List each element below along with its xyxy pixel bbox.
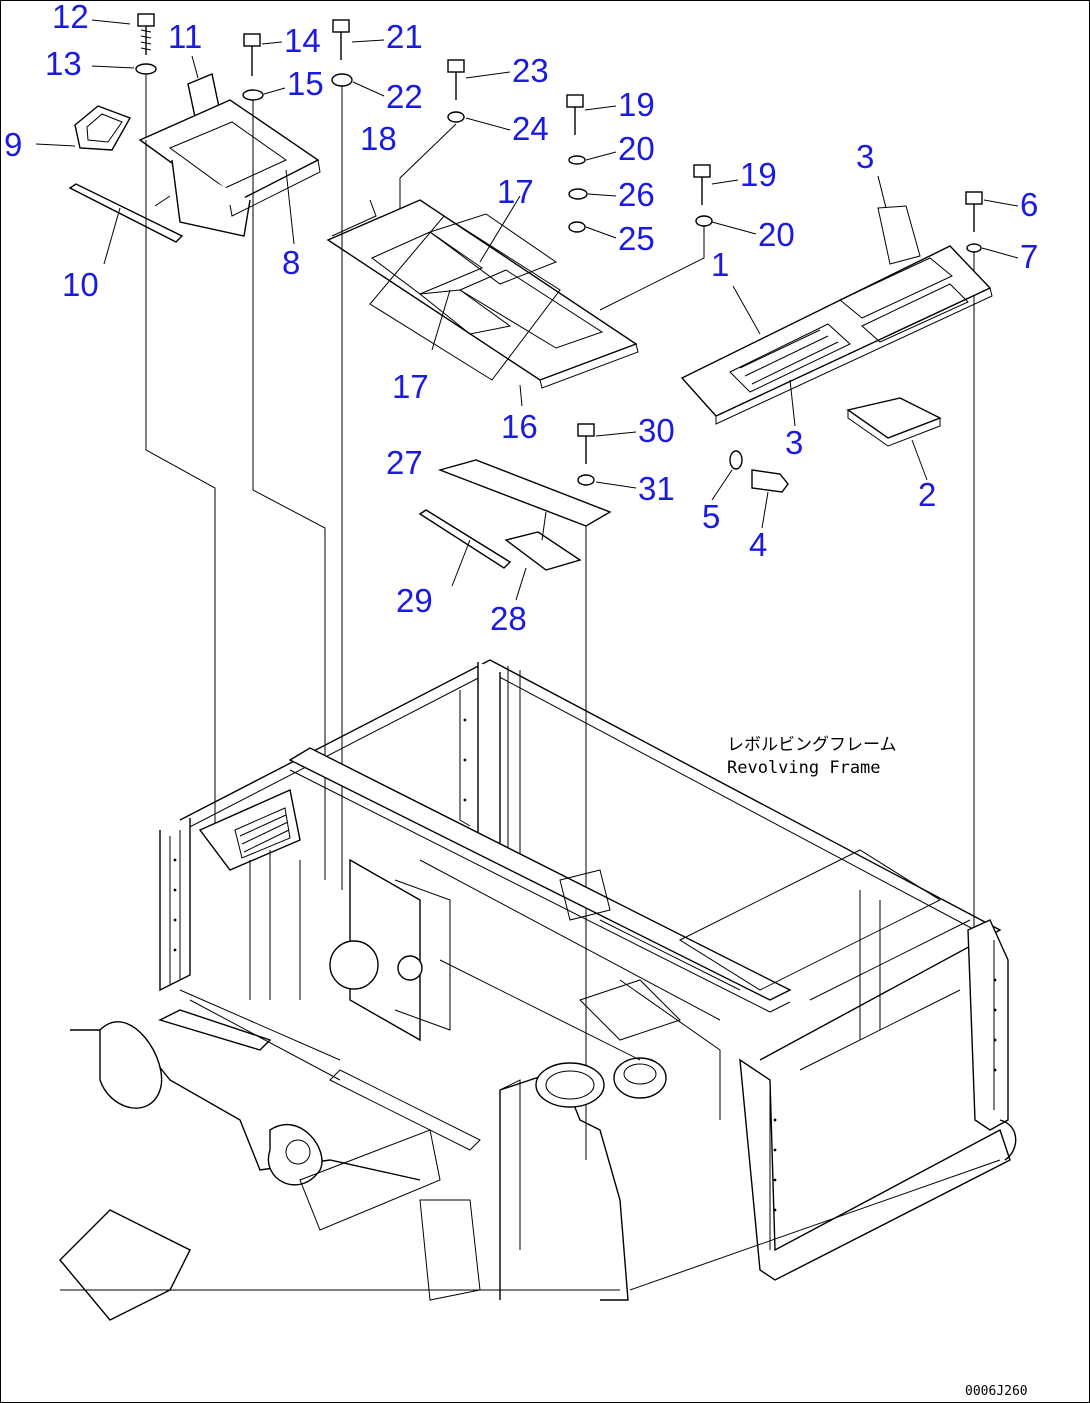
label-part-3b: 3 xyxy=(785,424,803,461)
label-part-18: 18 xyxy=(360,120,397,157)
label-part-10: 10 xyxy=(62,266,99,303)
label-part-12: 12 xyxy=(52,0,89,35)
bolt-19-icon xyxy=(566,94,584,135)
revolving-frame-icon xyxy=(59,659,1017,1321)
washer-20b-icon xyxy=(695,215,713,227)
lockwasher-25-icon xyxy=(568,221,586,233)
bolt-14-icon xyxy=(243,33,261,76)
label-part-7: 7 xyxy=(1020,238,1038,275)
label-part-19: 19 xyxy=(618,86,655,123)
label-part-16: 16 xyxy=(501,408,538,445)
label-part-17a: 17 xyxy=(497,173,534,210)
label-part-29: 29 xyxy=(396,582,433,619)
bolt-21-icon xyxy=(332,19,350,60)
label-part-1: 1 xyxy=(711,246,729,283)
bolt-30-icon xyxy=(577,423,595,464)
washer-20-icon xyxy=(568,155,586,165)
label-part-2: 2 xyxy=(918,476,936,513)
label-part-9: 9 xyxy=(4,126,22,163)
washer-31-icon xyxy=(577,474,595,486)
floor-plate-16-icon xyxy=(326,199,639,389)
label-part-15: 15 xyxy=(287,65,324,102)
frame-note-en: Revolving Frame xyxy=(727,758,881,778)
cover-9-icon xyxy=(74,105,132,151)
label-part-24: 24 xyxy=(512,110,549,147)
label-part-11: 11 xyxy=(168,18,202,55)
label-part-28: 28 xyxy=(490,600,527,637)
washer-15-icon xyxy=(242,89,264,101)
bolt-23-icon xyxy=(447,59,465,100)
label-part-13: 13 xyxy=(45,45,82,82)
label-part-30: 30 xyxy=(638,412,675,449)
washer-13-icon xyxy=(135,63,157,75)
washer-26-icon xyxy=(568,188,588,200)
bolt-4-icon xyxy=(751,469,789,493)
label-part-27: 27 xyxy=(386,444,423,481)
label-part-5: 5 xyxy=(702,498,720,535)
bolt-19b-icon xyxy=(693,164,711,205)
washer-24-icon xyxy=(447,111,465,123)
label-part-14: 14 xyxy=(284,22,321,59)
strip-10-icon xyxy=(68,183,184,243)
label-part-25: 25 xyxy=(618,220,655,257)
label-part-20: 20 xyxy=(618,130,655,167)
bolt-6-icon xyxy=(965,191,983,232)
label-part-31: 31 xyxy=(638,470,675,507)
label-part-21: 21 xyxy=(386,18,423,55)
drawing-code: 0006J260 xyxy=(965,1384,1028,1399)
washer-7-icon xyxy=(966,243,982,253)
step-bracket-8-icon xyxy=(138,99,321,237)
label-part-6: 6 xyxy=(1020,186,1038,223)
label-part-17b: 17 xyxy=(392,368,429,405)
label-part-8: 8 xyxy=(282,244,300,281)
step-plate-1-icon xyxy=(680,245,993,425)
washer-22-icon xyxy=(331,73,353,87)
label-part-20b: 20 xyxy=(758,216,795,253)
label-part-4: 4 xyxy=(749,526,767,563)
label-part-22: 22 xyxy=(386,78,423,115)
pad-28-icon xyxy=(504,531,582,571)
frame-note-jp: レボルビングフレーム xyxy=(727,735,897,755)
bolt-12-icon xyxy=(137,13,155,55)
strip-29-icon xyxy=(418,509,512,569)
label-part-23: 23 xyxy=(512,52,549,89)
washer-5-icon xyxy=(729,450,743,470)
label-part-3a: 3 xyxy=(856,138,874,175)
pad-2-icon xyxy=(846,397,942,439)
label-part-19b: 19 xyxy=(740,156,777,193)
plate-27-icon xyxy=(437,459,612,527)
label-part-26: 26 xyxy=(618,176,655,213)
